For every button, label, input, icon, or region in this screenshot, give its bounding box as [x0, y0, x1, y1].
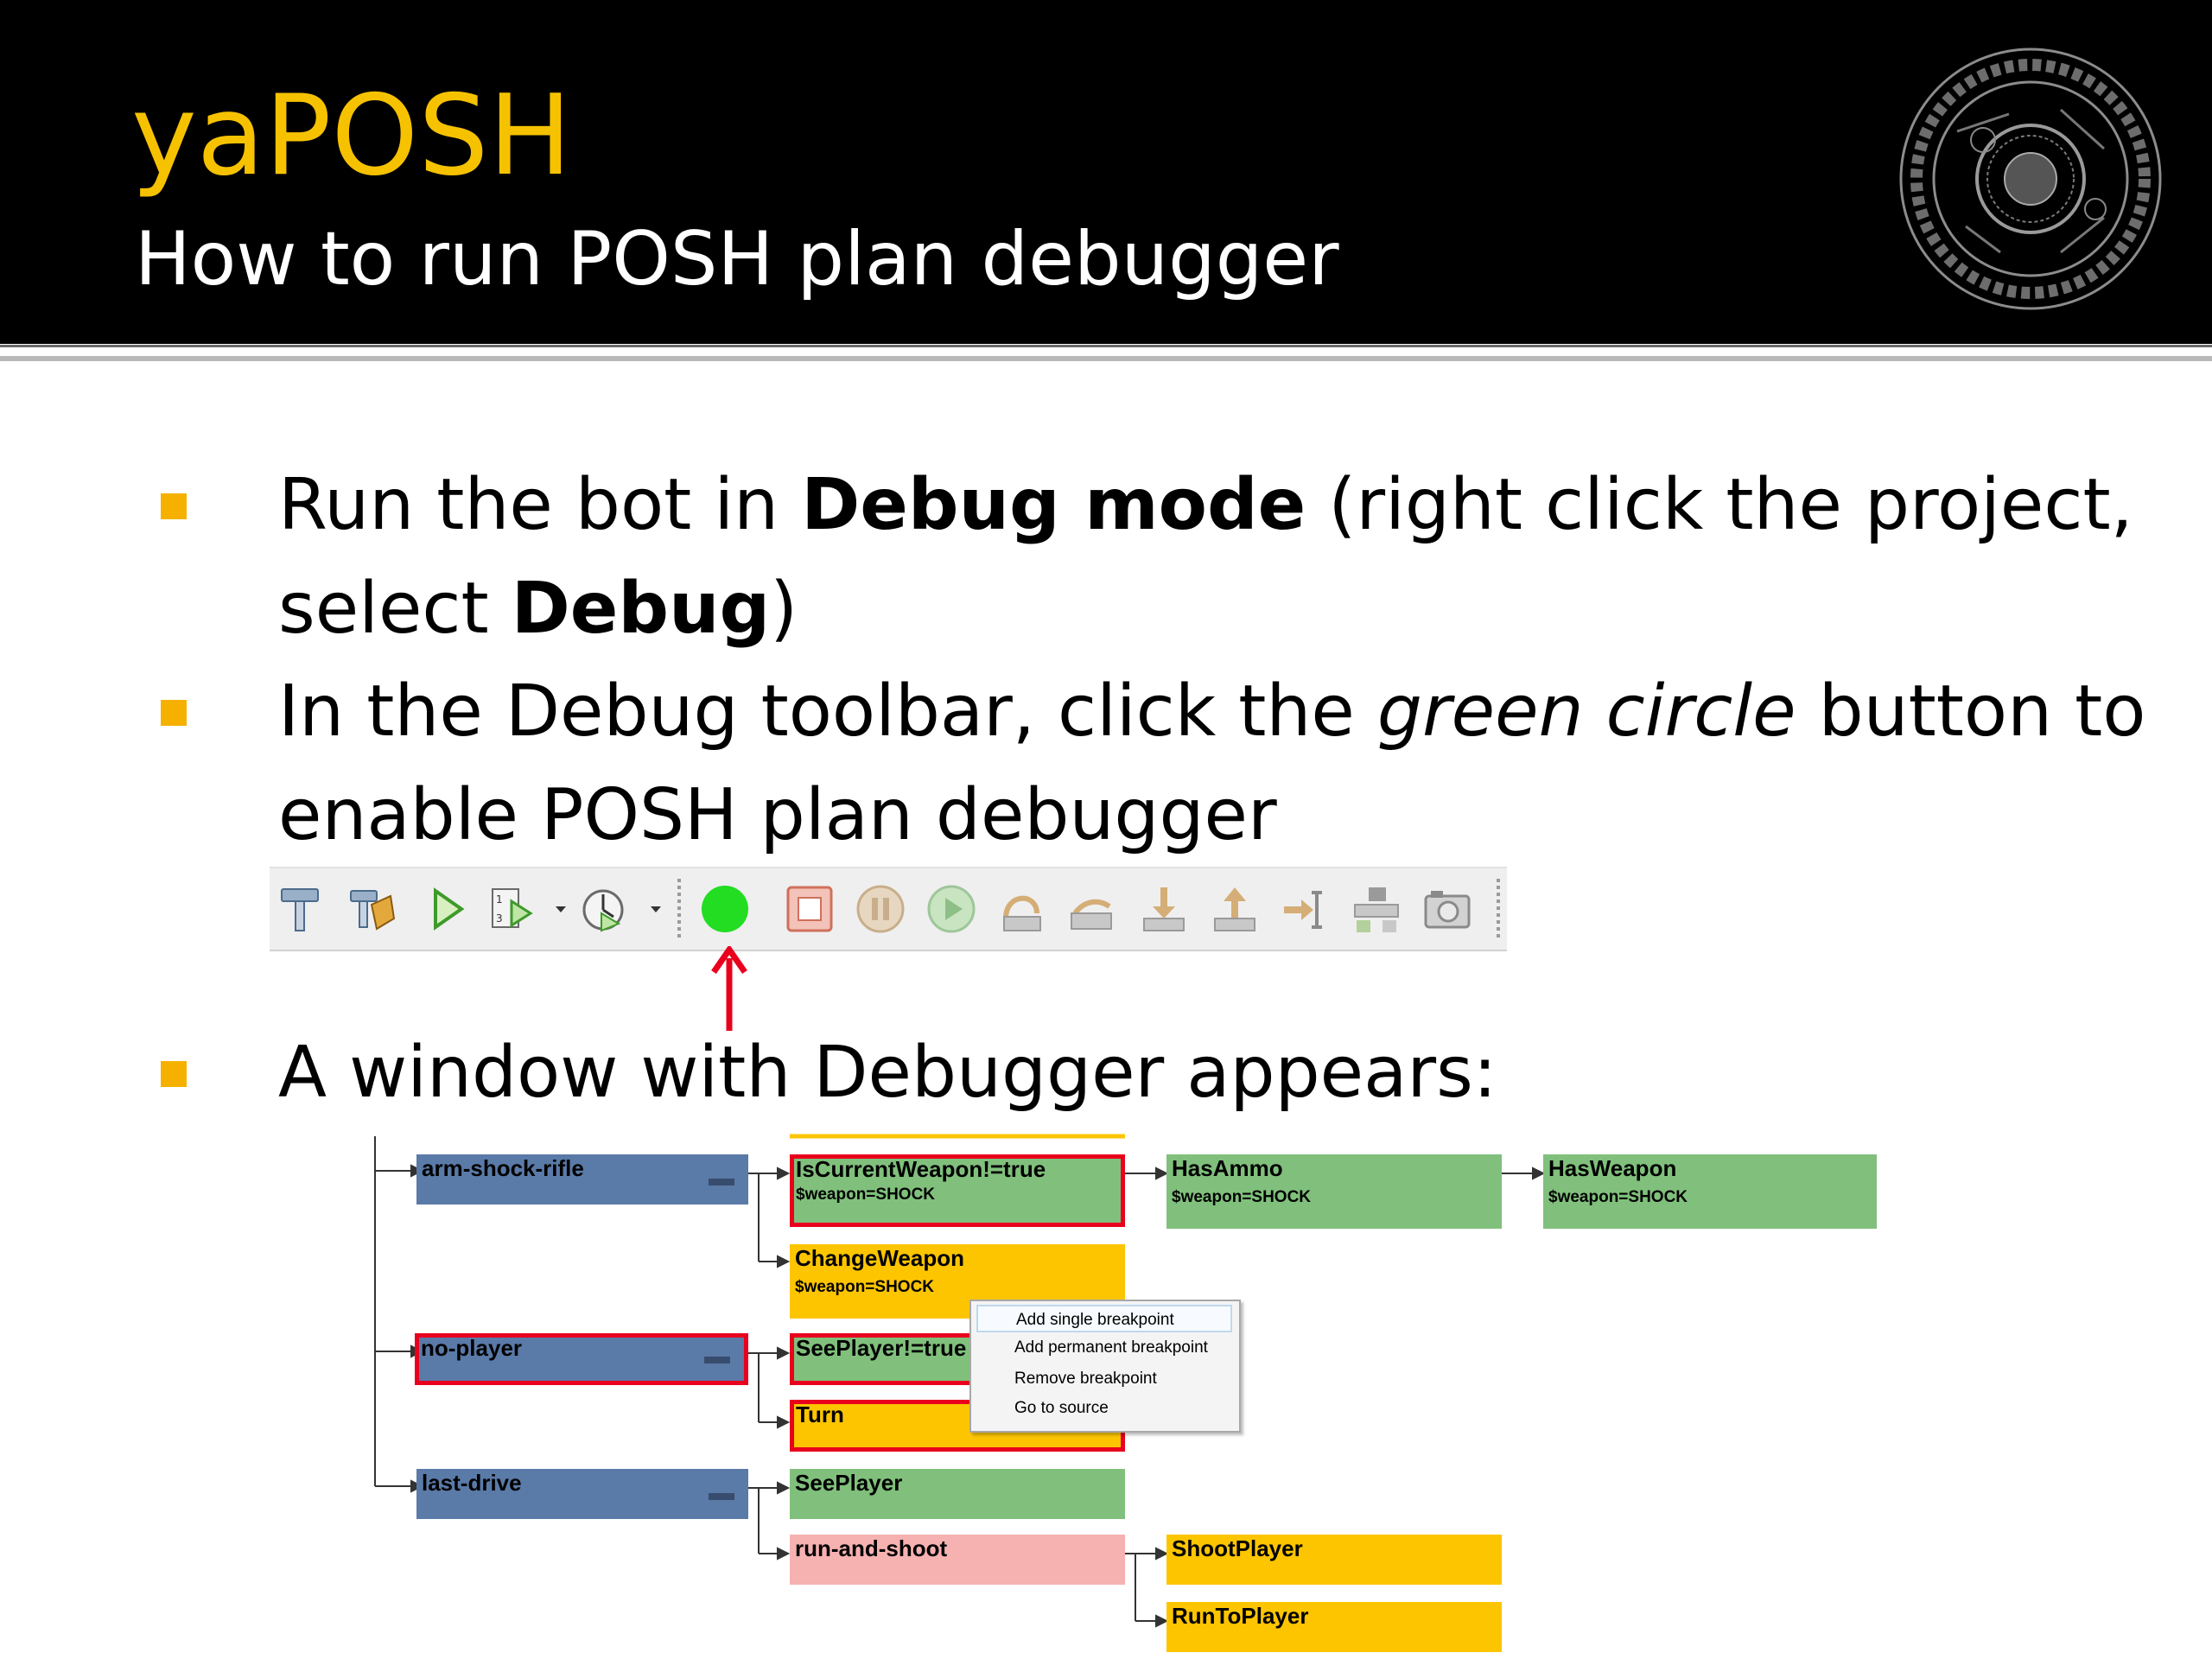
sense-node-has-ammo[interactable]: HasAmmo $weapon=SHOCK: [1166, 1154, 1502, 1229]
node-label: HasAmmo: [1172, 1155, 1283, 1181]
collapse-icon[interactable]: [704, 1357, 730, 1363]
dropdown-arrow-icon[interactable]: [553, 884, 569, 934]
node-label: last-drive: [422, 1470, 522, 1496]
step-over-icon[interactable]: [997, 884, 1047, 934]
header-divider-dark: [0, 345, 2212, 347]
svg-text:1: 1: [496, 893, 503, 906]
dropdown-arrow-icon[interactable]: [648, 884, 664, 934]
profile-icon[interactable]: [579, 884, 629, 934]
stop-icon[interactable]: [785, 884, 835, 934]
bullet-text-1: Run the bot in Debug mode (right click t…: [278, 464, 2133, 650]
clean-build-icon[interactable]: [346, 884, 396, 934]
toolbar-separator: [677, 879, 681, 941]
action-node-run-to-player[interactable]: RunToPlayer: [1166, 1602, 1502, 1652]
header-divider: [0, 356, 2212, 361]
posh-debugger-icon[interactable]: [700, 884, 750, 934]
collapse-icon[interactable]: [709, 1493, 734, 1500]
node-param: $weapon=SHOCK: [796, 1185, 936, 1204]
node-param: $weapon=SHOCK: [1548, 1188, 1688, 1206]
node-label: run-and-shoot: [795, 1535, 948, 1561]
action-node-shoot-player[interactable]: ShootPlayer: [1166, 1535, 1502, 1585]
faculty-seal-logo: [1899, 48, 2162, 310]
slide-title: yaPOSH: [131, 72, 572, 200]
drive-node-no-player[interactable]: no-player: [415, 1333, 748, 1385]
pause-icon[interactable]: [855, 884, 906, 934]
menu-item-add-single-breakpoint[interactable]: Add single breakpoint: [976, 1305, 1232, 1332]
breakpoint-context-menu: Add single breakpoint Add permanent brea…: [969, 1300, 1241, 1433]
run-icon[interactable]: [422, 884, 472, 934]
svg-text:3: 3: [496, 912, 503, 925]
slide-subtitle: How to run POSH plan debugger: [135, 216, 1339, 302]
toolbar-separator: [1497, 879, 1500, 941]
node-label: Turn: [796, 1402, 844, 1427]
sense-node-has-weapon[interactable]: HasWeapon $weapon=SHOCK: [1543, 1154, 1877, 1229]
step-out-icon[interactable]: [1210, 884, 1260, 934]
collapse-icon[interactable]: [709, 1179, 734, 1185]
drive-node-arm-shock-rifle[interactable]: arm-shock-rifle: [416, 1154, 748, 1205]
bullet-marker: [161, 700, 187, 726]
competence-node-run-and-shoot[interactable]: run-and-shoot: [790, 1535, 1125, 1585]
sense-node-see-player[interactable]: SeePlayer: [790, 1469, 1125, 1519]
action-node-change-weapon[interactable]: ChangeWeapon $weapon=SHOCK: [790, 1244, 1125, 1319]
bullet-marker: [161, 1061, 187, 1087]
node-label: SeePlayer: [795, 1470, 903, 1496]
node-param: $weapon=SHOCK: [795, 1278, 935, 1296]
node-label: ShootPlayer: [1172, 1535, 1303, 1561]
red-arrow-pointer: [711, 946, 747, 1031]
menu-item-go-to-source[interactable]: Go to source: [1014, 1399, 1109, 1417]
node-label: arm-shock-rifle: [422, 1155, 584, 1181]
continue-icon[interactable]: [926, 884, 976, 934]
menu-item-add-permanent-breakpoint[interactable]: Add permanent breakpoint: [1014, 1338, 1208, 1357]
bullet-marker: [161, 493, 187, 519]
run-to-cursor-icon[interactable]: [1281, 884, 1331, 934]
bullet-text-3: A window with Debugger appears:: [278, 1032, 1497, 1114]
step-over-expression-icon[interactable]: [1068, 884, 1118, 934]
build-icon[interactable]: [275, 884, 325, 934]
node-label: ChangeWeapon: [795, 1245, 964, 1271]
snapshot-icon[interactable]: [1422, 884, 1472, 934]
step-into-icon[interactable]: [1139, 884, 1189, 934]
drive-node-last-drive[interactable]: last-drive: [416, 1469, 748, 1519]
sense-node-is-current-weapon[interactable]: IsCurrentWeapon!=true $weapon=SHOCK: [790, 1154, 1125, 1227]
node-label: RunToPlayer: [1172, 1603, 1309, 1629]
action-node-turn[interactable]: Turn: [790, 1400, 1125, 1452]
slide-header: yaPOSH How to run POSH plan debugger: [0, 0, 2212, 344]
bullet-text-2: In the Debug toolbar, click the green ci…: [278, 671, 2146, 856]
debug-config-icon[interactable]: 1 3: [486, 884, 536, 934]
node-label: HasWeapon: [1548, 1155, 1677, 1181]
node-param: $weapon=SHOCK: [1172, 1188, 1312, 1206]
node-label: SeePlayer!=true: [796, 1335, 967, 1361]
node-label: IsCurrentWeapon!=true: [796, 1156, 1046, 1182]
node-label: no-player: [421, 1335, 523, 1361]
apply-changes-icon[interactable]: [1351, 884, 1402, 934]
menu-item-remove-breakpoint[interactable]: Remove breakpoint: [1014, 1370, 1157, 1388]
debug-toolbar: 1 3: [270, 867, 1507, 951]
